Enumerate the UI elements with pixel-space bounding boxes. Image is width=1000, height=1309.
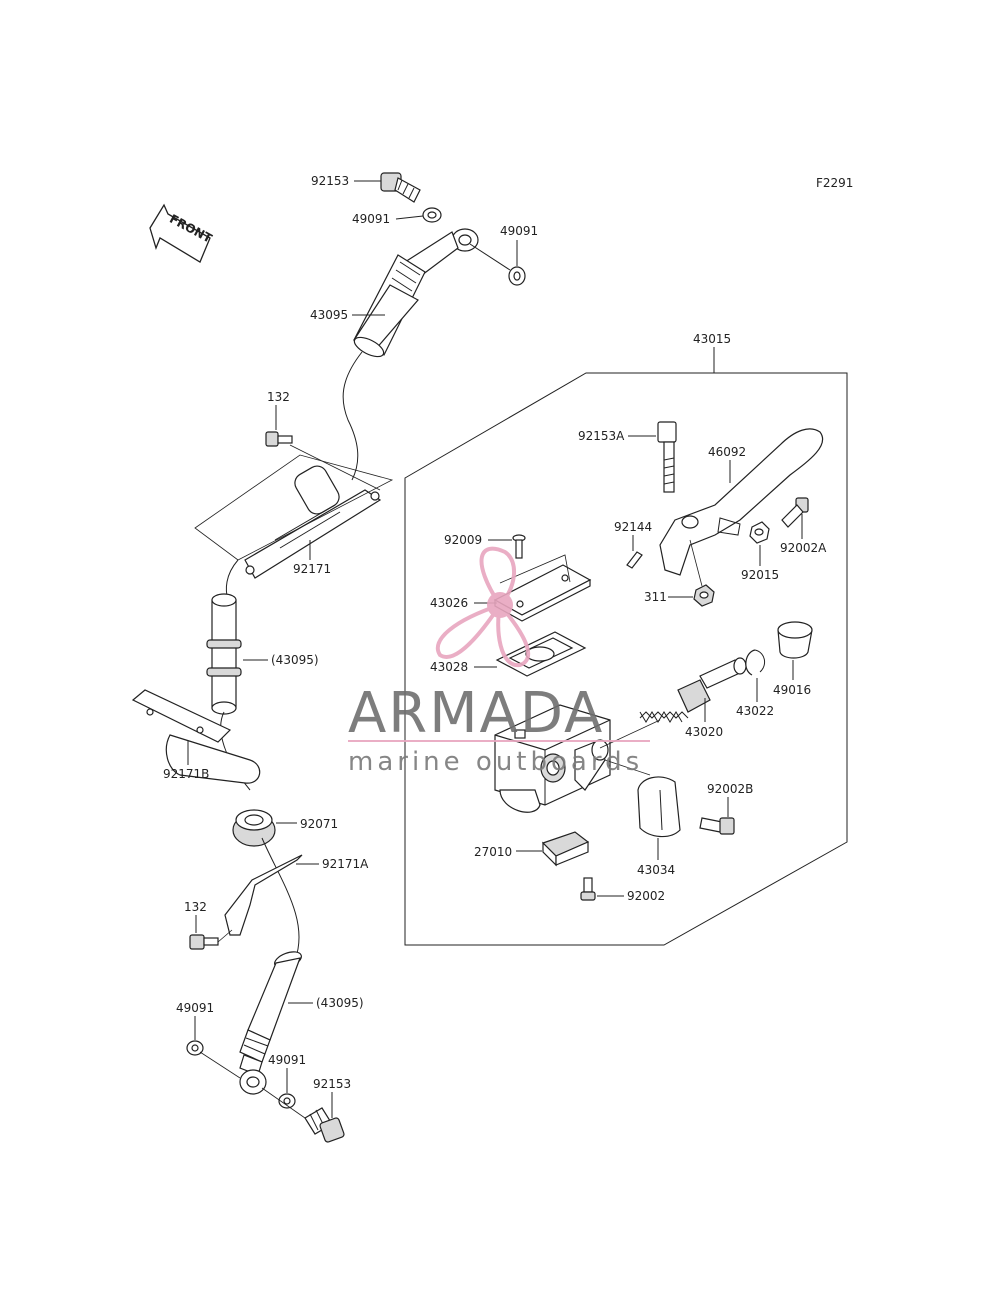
label-92009: 92009 — [444, 533, 482, 547]
holder-clamp-43034 — [637, 776, 681, 838]
master-cylinder-body — [494, 704, 611, 813]
label-27010: 27010 — [474, 845, 512, 859]
assembly-43015-outline — [404, 372, 848, 946]
bolt-132-top — [265, 431, 293, 447]
label-49091-a: 49091 — [352, 212, 390, 226]
label-49091-c: 49091 — [176, 1001, 214, 1015]
bracket-92171B — [131, 689, 261, 784]
reservoir-cap-43026 — [493, 564, 592, 622]
label-132-top: 132 — [267, 390, 290, 404]
diagram-code: F2291 — [816, 176, 853, 190]
dust-boot-49016 — [777, 621, 813, 659]
label-92002A: 92002A — [780, 541, 827, 555]
label-92144: 92144 — [614, 520, 652, 534]
clutch-hose-top — [342, 254, 426, 481]
label-92153-bottom: 92153 — [313, 1077, 351, 1091]
clutch-hose-mid — [206, 559, 251, 791]
label-43034: 43034 — [637, 863, 675, 877]
piston-43020 — [639, 657, 747, 723]
label-311: 311 — [644, 590, 667, 604]
banjo-bolt-top — [380, 172, 421, 203]
clip-92171A — [224, 854, 303, 936]
label-43095-mid: (43095) — [271, 653, 319, 667]
washer-top-a — [422, 207, 442, 223]
label-49091-b: 49091 — [500, 224, 538, 238]
front-arrow-icon: FRONT — [149, 203, 215, 263]
hose-clamp-92171 — [244, 465, 382, 579]
label-92171: 92171 — [293, 562, 331, 576]
label-92015: 92015 — [741, 568, 779, 582]
spring-pin-92144 — [626, 551, 643, 569]
screw-92002 — [580, 877, 596, 901]
label-92171A: 92171A — [322, 857, 369, 871]
label-92153-top: 92153 — [311, 174, 349, 188]
label-92002: 92002 — [627, 889, 665, 903]
grommet-92071 — [232, 809, 276, 847]
label-92002B: 92002B — [707, 782, 753, 796]
label-43020: 43020 — [685, 725, 723, 739]
label-92071: 92071 — [300, 817, 338, 831]
watermark-brand: ARMADA — [348, 681, 604, 746]
clutch-lever-46092 — [659, 428, 824, 576]
washer-bottom-c — [186, 1040, 204, 1056]
label-132-bottom: 132 — [184, 900, 207, 914]
armada-watermark: ARMADA marine outboards — [348, 546, 650, 777]
propeller-logo-icon — [436, 546, 531, 668]
nut-92015 — [749, 521, 770, 544]
label-43026: 43026 — [430, 596, 468, 610]
banjo-bolt-bottom — [304, 1107, 345, 1143]
watermark-tagline: marine outboards — [348, 747, 643, 777]
label-92171B: 92171B — [163, 767, 209, 781]
screw-92009 — [512, 534, 526, 559]
circlip-43022 — [745, 649, 766, 676]
clutch-switch-27010 — [541, 831, 590, 867]
label-49016: 49016 — [773, 683, 811, 697]
diaphragm-43028 — [495, 631, 587, 677]
washer-bottom-d — [278, 1093, 296, 1109]
label-92153A: 92153A — [578, 429, 625, 443]
bolt-92002A — [781, 497, 809, 528]
pivot-bolt-92153A — [657, 421, 677, 493]
label-43028: 43028 — [430, 660, 468, 674]
clutch-hose-bottom — [239, 951, 302, 1095]
label-43022: 43022 — [736, 704, 774, 718]
label-46092: 46092 — [708, 445, 746, 459]
nut-311 — [693, 584, 715, 607]
label-43095: 43095 — [310, 308, 348, 322]
washer-top-b — [508, 266, 526, 286]
label-43015: 43015 — [693, 332, 731, 346]
label-49091-d: 49091 — [268, 1053, 306, 1067]
bolt-132-bottom — [189, 934, 219, 950]
label-43095-bottom: (43095) — [316, 996, 364, 1010]
bolt-92002B — [699, 817, 735, 835]
